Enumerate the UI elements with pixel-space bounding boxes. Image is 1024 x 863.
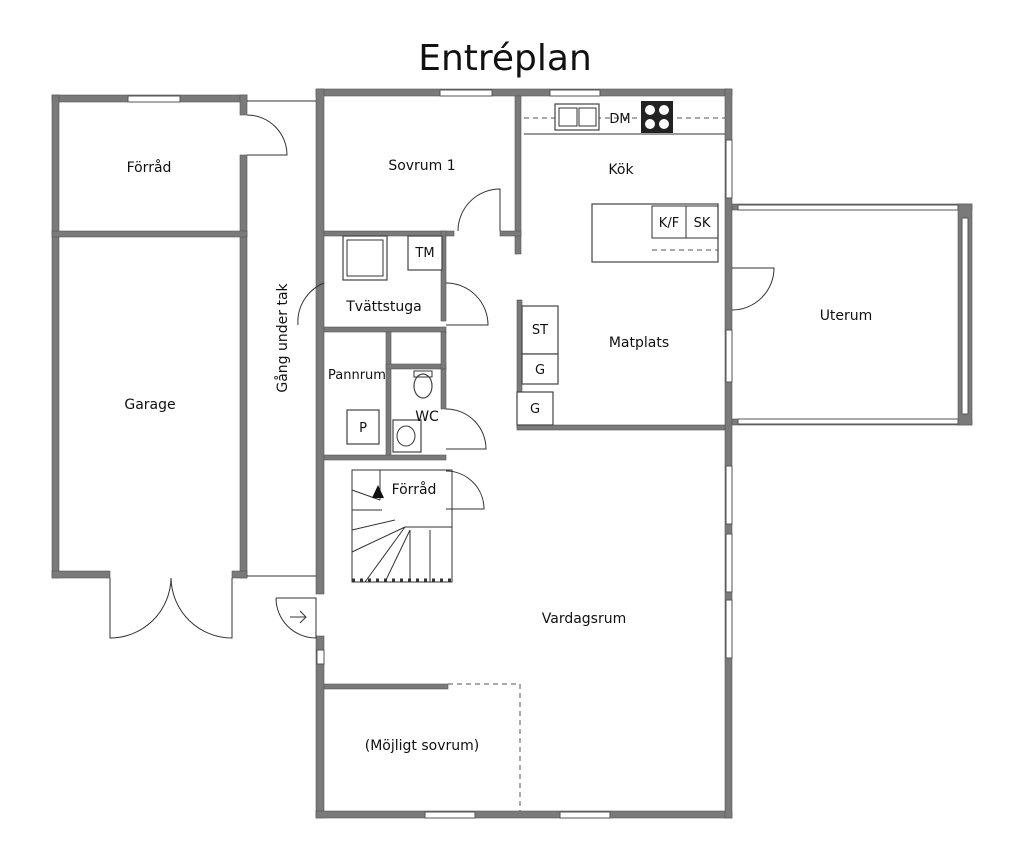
stair-arrow-icon: [372, 485, 384, 498]
fixture-st: ST: [532, 323, 548, 338]
fixture-kf: K/F: [659, 216, 679, 231]
fixture-dm: DM: [609, 112, 630, 127]
room-garage: Garage: [124, 397, 175, 413]
room-tvattstuga: Tvättstuga: [345, 299, 422, 315]
garage-door-right: [170, 577, 233, 639]
toilet-icon: [413, 373, 433, 399]
fixture-sk: SK: [694, 216, 711, 231]
windows: [316, 89, 969, 819]
fixture-tm: TM: [414, 246, 434, 261]
room-wc: WC: [415, 409, 439, 425]
fixture-g1: G: [535, 363, 545, 378]
entrance-arrow-icon: [290, 610, 307, 624]
washer-box: [407, 235, 443, 271]
possible-bedroom-outline: [448, 683, 521, 811]
room-mojligt-sovrum: (Möjligt sovrum): [365, 738, 479, 754]
room-kok: Kök: [608, 162, 634, 178]
door-swing: [246, 114, 288, 156]
fixture-g2: G: [530, 402, 540, 417]
sink-icon: [392, 419, 422, 453]
garage-door-left: [109, 577, 172, 639]
room-forrad-trappa: Förråd: [392, 481, 437, 498]
fixture-p: P: [359, 421, 367, 436]
room-pannrum: Pannrum: [328, 368, 386, 383]
house-walls: [315, 88, 973, 819]
room-sovrum1: Sovrum 1: [388, 158, 455, 174]
stove-icon: [641, 101, 673, 133]
window: [127, 95, 181, 103]
room-forrad-garage: Förråd: [127, 159, 172, 176]
laundry-fixtures: [342, 235, 443, 281]
room-matplats: Matplats: [609, 335, 669, 351]
room-vardagsrum: Vardagsrum: [542, 611, 627, 627]
kitchen-island: [591, 203, 719, 263]
room-gang: Gång under tak: [274, 282, 291, 392]
kitchen-counter: [524, 101, 725, 263]
boiler-box: [346, 409, 380, 445]
shower-icon: [342, 235, 388, 281]
staircase: [351, 469, 453, 583]
door-swings: [275, 188, 775, 639]
wc-fixtures: [346, 370, 433, 453]
room-uterum: Uterum: [820, 308, 873, 324]
plan-title: Entréplan: [418, 38, 592, 79]
storage-cabinets: [516, 305, 559, 426]
